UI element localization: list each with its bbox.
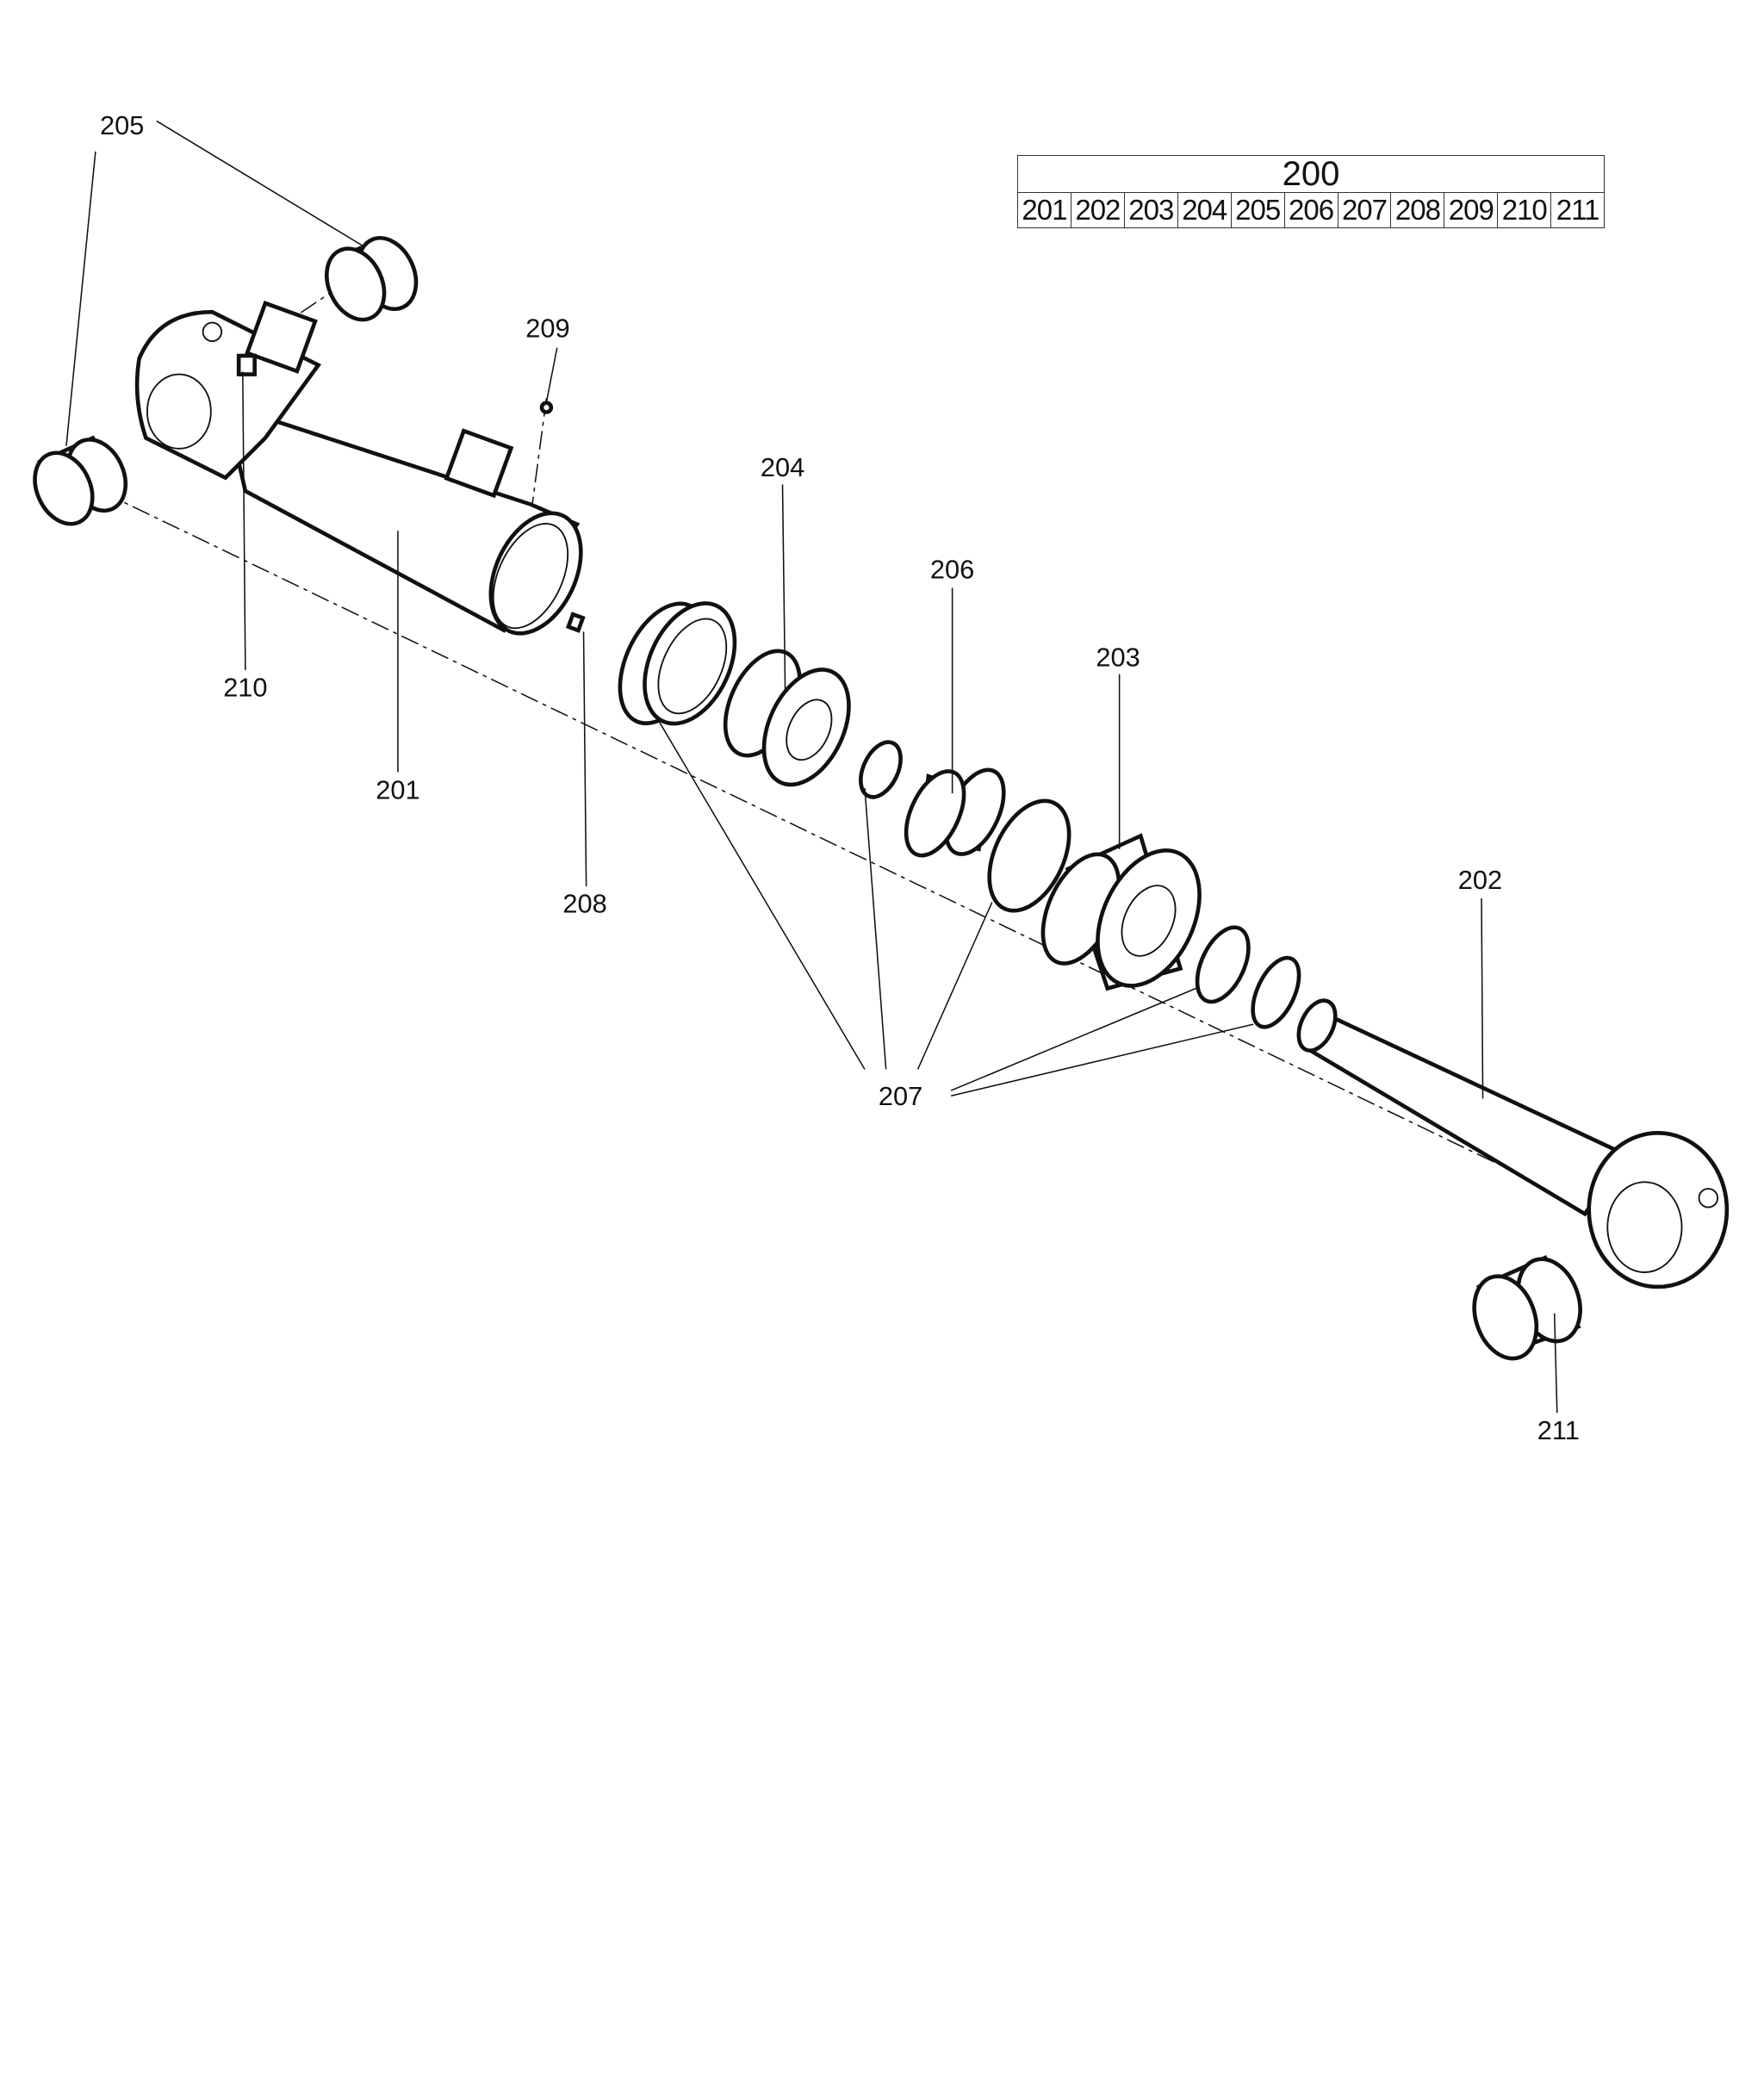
piston-rod-202 [1296, 998, 1730, 1289]
gland-203 [1040, 833, 1202, 991]
callout-211: 211 [1537, 1415, 1580, 1445]
leader-lines [65, 120, 1558, 1413]
callout-207: 207 [879, 1081, 922, 1111]
piston-204 [723, 649, 851, 787]
part-cell: 207 [1337, 192, 1392, 228]
callout-210: 210 [223, 673, 267, 703]
grease-axis [530, 398, 548, 518]
part-cell: 204 [1177, 192, 1232, 228]
part-cell: 206 [1283, 192, 1339, 228]
part-cell: 210 [1497, 192, 1552, 228]
part-cell: 208 [1390, 192, 1445, 228]
grease-nipple-209 [539, 401, 554, 414]
spacer-206 [904, 767, 1006, 858]
assembly-number: 200 [1017, 155, 1605, 193]
seal-207-d [1195, 925, 1251, 1004]
part-cell: 203 [1123, 192, 1178, 228]
oring-207-b [859, 740, 903, 799]
seal-207-e [1251, 955, 1301, 1029]
callout-208: 208 [562, 889, 606, 919]
callout-204: 204 [761, 452, 804, 482]
cylinder-barrel-201 [134, 301, 583, 636]
part-cell: 211 [1550, 192, 1605, 228]
bushing-205-top [325, 236, 419, 322]
bushing-211 [1472, 1255, 1582, 1361]
part-cell: 205 [1230, 192, 1285, 228]
oring-207-c [987, 798, 1071, 913]
key-208 [565, 612, 586, 633]
bushing-205-left [33, 435, 128, 526]
callout-206: 206 [930, 555, 974, 585]
callout-201: 201 [376, 774, 419, 805]
callout-209: 209 [525, 313, 569, 343]
part-cell: 202 [1070, 192, 1125, 228]
callout-205: 205 [100, 110, 144, 140]
callout-202: 202 [1458, 865, 1502, 895]
part-cell: 201 [1017, 192, 1071, 228]
part-cell: 209 [1444, 192, 1499, 228]
seal-207-a [618, 601, 737, 726]
center-axis [72, 476, 1685, 1255]
parts-assembly-table: 200 201 202 203 204 205 206 207 208 209 … [1017, 155, 1605, 228]
callout-203: 203 [1096, 642, 1140, 672]
